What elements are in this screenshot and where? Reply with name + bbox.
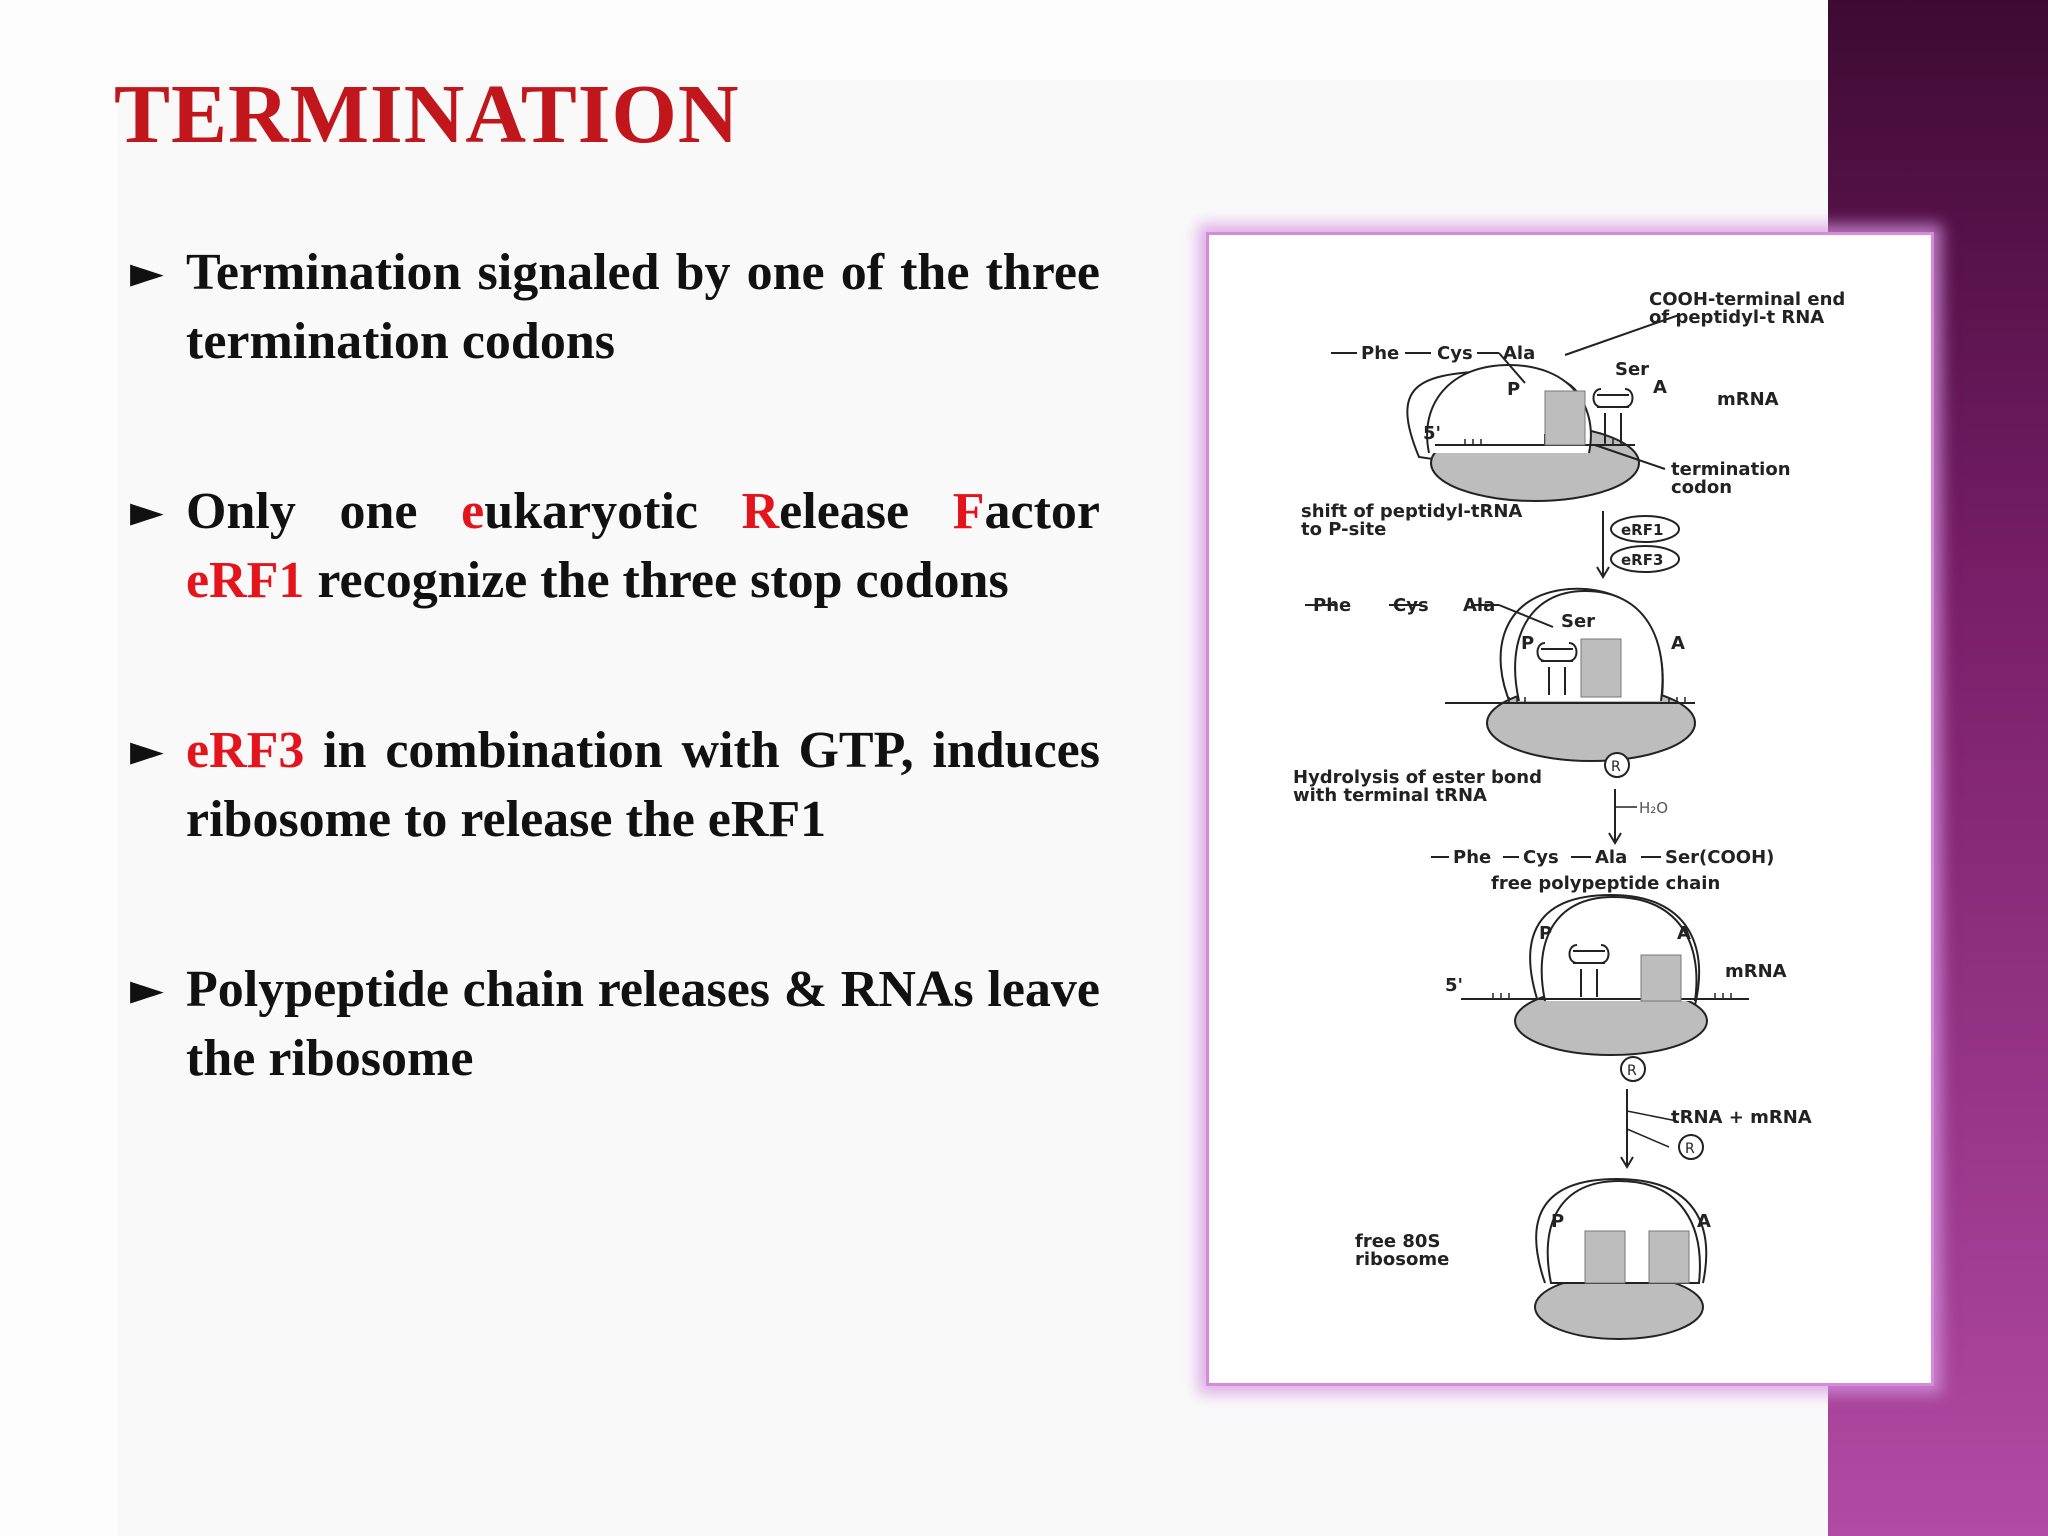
bullet-item-3: ► eRF3 in combination with GTP, induces r…: [130, 716, 1100, 854]
chain-cys: Cys: [1523, 847, 1559, 868]
termination-label-2: codon: [1671, 477, 1732, 498]
bullet-text-segment: recognize the three stop codons: [304, 552, 1009, 609]
bullet-item-2: ► Only one eukaryotic Release Factor eRF1…: [130, 477, 1100, 615]
five-prime-label-3: 5': [1445, 975, 1463, 996]
cooh-pointer: [1564, 314, 1680, 356]
aa-cys-1: Cys: [1437, 343, 1473, 364]
chain-ser-cooh: Ser(COOH): [1665, 847, 1774, 868]
termination-label-1: termination: [1671, 459, 1791, 480]
mrna-label-3: mRNA: [1725, 961, 1787, 982]
aa-ser-2: Ser: [1561, 611, 1595, 632]
trna-mrna-label: tRNA + mRNA: [1671, 1107, 1812, 1128]
bullet-text-segment: Only one: [186, 483, 462, 540]
bullet-text-segment: e: [461, 483, 485, 540]
erf1-label: eRF1: [1621, 521, 1663, 539]
p-site-block-1: [1544, 390, 1586, 446]
bullet-text-segment: elease: [779, 483, 953, 540]
erf3-label: eRF3: [1621, 551, 1663, 569]
aa-ala-2: Ala: [1463, 595, 1495, 616]
free-80s-label-1: free 80S: [1355, 1231, 1440, 1252]
h2o-label: H₂O: [1639, 799, 1668, 817]
bullet-arrow-icon: ►: [130, 964, 164, 1015]
a-label-3: A: [1677, 923, 1691, 944]
bullet-text-segment: actor: [984, 483, 1100, 540]
shift-label-1: shift of peptidyl-tRNA: [1301, 501, 1522, 522]
shift-label-2: to P-site: [1301, 519, 1386, 540]
bullet-arrow-icon: ►: [130, 725, 164, 776]
slide-title: TERMINATION: [114, 68, 740, 161]
termination-pointer: [1594, 444, 1666, 470]
bullet-text-segment: Termination signaled by one of the three…: [186, 244, 1100, 370]
a-site-block-3: [1640, 954, 1682, 1002]
a-label-1: A: [1653, 377, 1667, 398]
p-label-1: P: [1507, 379, 1520, 400]
five-prime-label-1: 5': [1423, 423, 1441, 444]
a-label-4: A: [1697, 1211, 1711, 1232]
bullet-list: ► Termination signaled by one of the thre…: [130, 238, 1100, 1194]
p-label-2: P: [1521, 633, 1534, 654]
small-subunit-4: [1534, 1274, 1704, 1340]
termination-diagram-figure: COOH-terminal end of peptidyl-t RNA Phe …: [1206, 232, 1934, 1386]
trna-glyph-3: [1568, 944, 1610, 997]
aa-cys-2: Cys: [1393, 595, 1429, 616]
erf3-oval: [1610, 545, 1680, 573]
p-label-3: P: [1539, 923, 1552, 944]
a-site-block-2: [1580, 638, 1622, 698]
a-label-2: A: [1671, 633, 1685, 654]
r-circle-1: [1604, 752, 1630, 778]
bullet-text-segment: Polypeptide chain releases & RNAs leave …: [186, 961, 1100, 1087]
cooh-label-2: of peptidyl-t RNA: [1649, 307, 1824, 328]
bullet-text-segment: eRF1: [186, 552, 305, 609]
r-circle-2: [1620, 1056, 1646, 1082]
r-label-3: R: [1685, 1141, 1695, 1157]
r-label-2: R: [1627, 1063, 1637, 1079]
aa-phe-1: Phe: [1361, 343, 1399, 364]
aa-phe-2: Phe: [1313, 595, 1351, 616]
cooh-label-1: COOH-terminal end: [1649, 289, 1845, 310]
mrna-label-1: mRNA: [1717, 389, 1779, 410]
a-site-block-4: [1648, 1230, 1690, 1284]
aa-ser-1: Ser: [1615, 359, 1649, 380]
bullet-text-segment: eRF3: [186, 722, 305, 779]
free-80s-label-2: ribosome: [1355, 1249, 1449, 1270]
aa-ala-1: Ala: [1503, 343, 1535, 364]
trna-glyph-2: [1536, 642, 1578, 695]
r-circle-3: [1678, 1134, 1704, 1160]
bullet-text-segment: in combination with GTP, induces ribosom…: [186, 722, 1100, 848]
free-chain-label: free polypeptide chain: [1491, 873, 1720, 894]
p-site-block-4: [1584, 1230, 1626, 1284]
chain-ala: Ala: [1595, 847, 1627, 868]
bullet-text-segment: R: [741, 483, 780, 540]
diagram-svg: COOH-terminal end of peptidyl-t RNA Phe …: [1293, 289, 1845, 1340]
bullet-item-4: ► Polypeptide chain releases & RNAs leave…: [130, 955, 1100, 1093]
trna-glyph-1: [1592, 388, 1634, 443]
chain-phe: Phe: [1453, 847, 1491, 868]
bullet-text-segment: ukaryotic: [484, 483, 742, 540]
bullet-arrow-icon: ►: [130, 247, 164, 298]
erf1-oval: [1610, 515, 1680, 543]
hydrolysis-label-1: Hydrolysis of ester bond: [1293, 767, 1542, 788]
r-label-1: R: [1611, 759, 1621, 775]
hydrolysis-label-2: with terminal tRNA: [1293, 785, 1487, 806]
bullet-arrow-icon: ►: [130, 486, 164, 537]
bullet-item-1: ► Termination signaled by one of the thre…: [130, 238, 1100, 376]
p-label-4: P: [1551, 1211, 1564, 1232]
bullet-text-segment: F: [952, 483, 985, 540]
